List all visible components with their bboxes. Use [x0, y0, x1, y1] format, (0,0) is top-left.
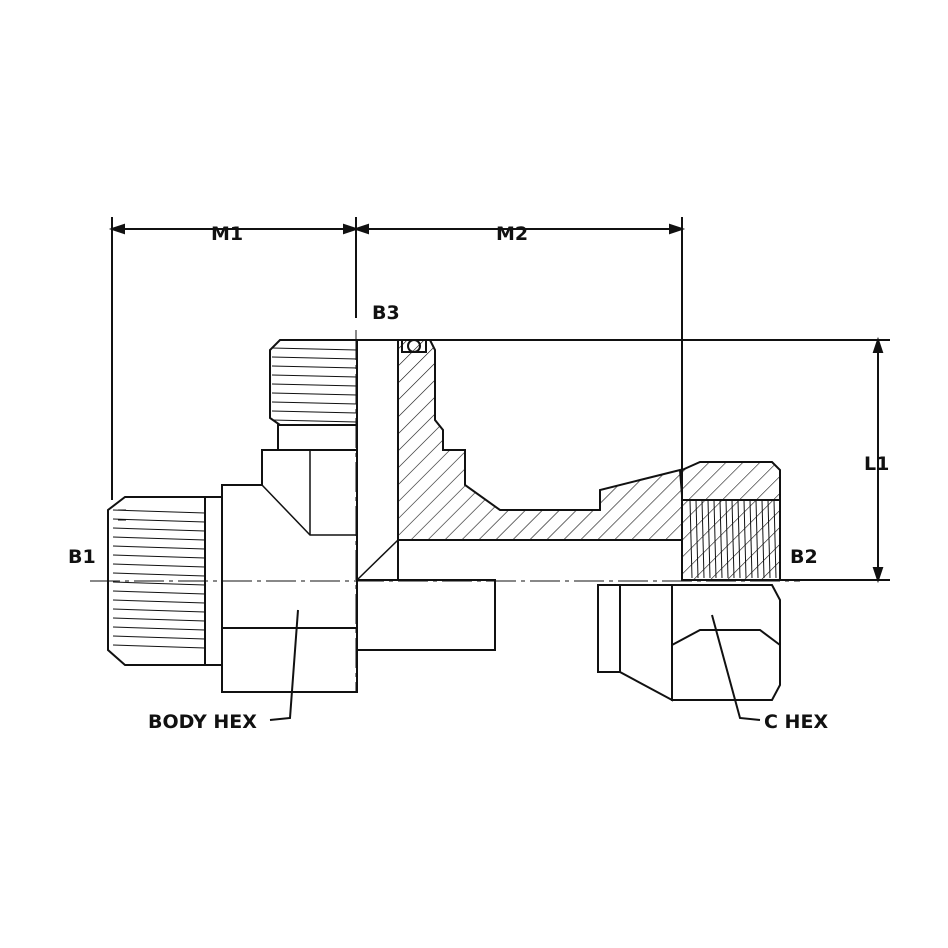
c-hex-leader — [711, 614, 761, 721]
thread-line — [112, 617, 206, 622]
thread-line — [761, 499, 765, 579]
thread-line — [112, 581, 206, 586]
thread-line — [271, 365, 358, 369]
thread-line — [701, 499, 705, 579]
section-hatch — [397, 339, 683, 541]
thread-line — [271, 356, 358, 360]
label-l1: L1 — [864, 453, 889, 475]
thread-line — [767, 499, 771, 579]
thread-line — [271, 347, 358, 351]
label-m1: M1 — [211, 223, 243, 245]
dimension-m1-m2 — [108, 217, 686, 500]
body-hex-leader — [269, 609, 299, 721]
c-hex-nut — [597, 461, 781, 702]
thread-line — [112, 608, 206, 613]
dimension-l1 — [430, 336, 890, 584]
thread-line — [112, 563, 206, 568]
thread-line — [112, 527, 206, 532]
thread-line — [719, 499, 723, 579]
thread-line — [112, 545, 206, 550]
thread-line — [773, 499, 777, 579]
label-b1: B1 — [68, 546, 96, 568]
thread-line — [112, 572, 206, 577]
thread-line — [271, 383, 358, 387]
thread-line — [271, 419, 358, 423]
thread-line — [271, 401, 358, 405]
thread-line — [725, 499, 729, 579]
label-m2: M2 — [496, 223, 528, 245]
thread-line — [731, 499, 735, 579]
thread-line — [737, 499, 741, 579]
label-b3: B3 — [372, 302, 400, 324]
thread-line — [112, 554, 206, 559]
thread-line — [749, 499, 753, 579]
thread-line — [271, 392, 358, 396]
thread-line — [112, 536, 206, 541]
thread-line — [743, 499, 747, 579]
thread-line — [112, 635, 206, 640]
thread-line — [112, 590, 206, 595]
label-c-hex: C HEX — [764, 711, 828, 733]
label-body-hex: BODY HEX — [148, 711, 257, 733]
thread-line — [112, 626, 206, 631]
thread-line — [707, 499, 711, 579]
thread-line — [112, 509, 206, 514]
thread-line — [271, 374, 358, 378]
thread-line — [271, 410, 358, 414]
thread-line — [689, 499, 693, 579]
thread-line — [755, 499, 759, 579]
thread-line — [112, 518, 206, 523]
thread-line — [112, 644, 206, 649]
thread-line — [695, 499, 699, 579]
thread-line — [713, 499, 717, 579]
thread-line — [112, 599, 206, 604]
label-b2: B2 — [790, 546, 818, 568]
